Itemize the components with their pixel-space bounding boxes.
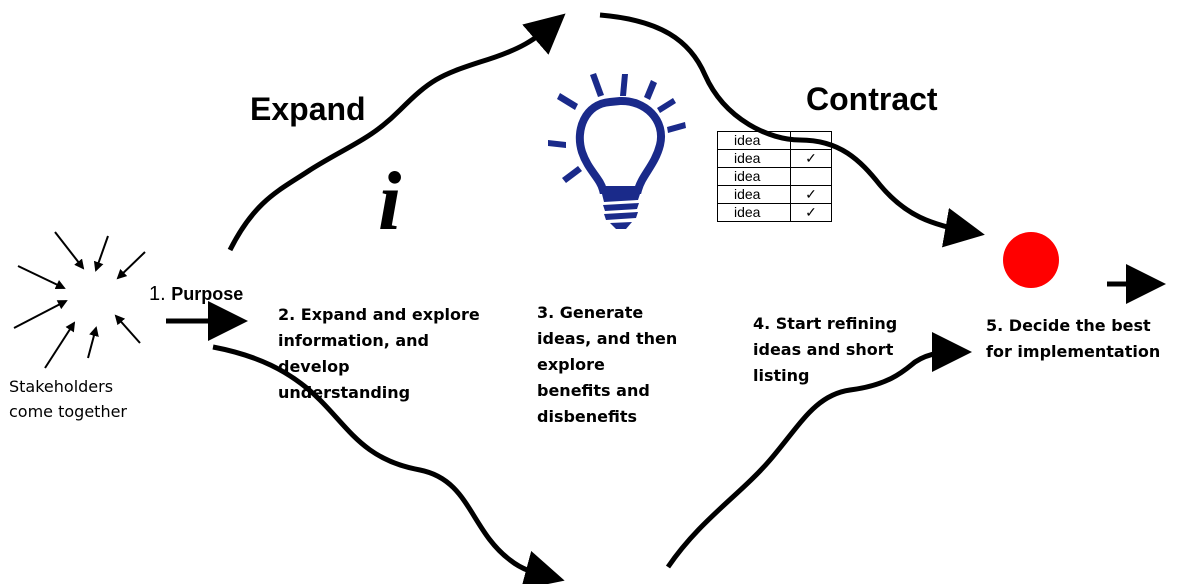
- info-icon: i: [378, 155, 402, 248]
- check-icon: ✓: [790, 185, 832, 204]
- idea-label: idea: [717, 185, 791, 204]
- idea-label: idea: [717, 203, 791, 222]
- step-line: 4. Start refining: [753, 314, 898, 333]
- step-line: understanding: [278, 383, 411, 402]
- decision-dot: [1003, 232, 1059, 288]
- expand-lower-curve: [212, 344, 565, 584]
- idea-label: idea: [717, 131, 791, 150]
- step-line: explore: [537, 355, 605, 374]
- table-row: idea✓: [717, 149, 832, 168]
- step-2-text: 2. Expand and explore information, and d…: [278, 302, 480, 406]
- step-line: 3. Generate: [537, 303, 644, 322]
- step-line: ideas and short: [753, 340, 894, 359]
- contract-lower-curve: [665, 332, 972, 569]
- step-5-text: 5. Decide the best for implementation: [986, 313, 1160, 365]
- step-line: ideas, and then: [537, 329, 678, 348]
- step-3-text: 3. Generate ideas, and then explore bene…: [537, 300, 677, 430]
- starburst-icon: [13, 231, 146, 369]
- check-icon: [790, 131, 832, 150]
- step-line: disbenefits: [537, 407, 638, 426]
- table-row: idea✓: [717, 185, 832, 204]
- idea-label: idea: [717, 167, 791, 186]
- check-icon: ✓: [790, 149, 832, 168]
- stakeholders-line: Stakeholders: [9, 377, 114, 396]
- expand-heading: Expand: [250, 91, 366, 127]
- expand-upper-curve: [227, 13, 566, 252]
- check-icon: ✓: [790, 203, 832, 222]
- step-line: for implementation: [986, 342, 1161, 361]
- lightbulb-icon: [548, 73, 686, 229]
- stakeholders-line: come together: [9, 402, 127, 421]
- purpose-number: 1.: [149, 283, 166, 305]
- step-line: 5. Decide the best: [986, 316, 1151, 335]
- step-line: develop: [278, 357, 350, 376]
- idea-checklist: idea idea✓ idea idea✓ idea✓: [717, 131, 832, 222]
- table-row: idea: [717, 131, 832, 150]
- step-line: 2. Expand and explore: [278, 305, 480, 324]
- step-line: benefits and: [537, 381, 650, 400]
- table-row: idea✓: [717, 203, 832, 222]
- table-row: idea: [717, 167, 832, 186]
- contract-heading: Contract: [806, 81, 938, 117]
- idea-label: idea: [717, 149, 791, 168]
- step-line: information, and: [278, 331, 429, 350]
- step-line: listing: [753, 366, 810, 385]
- purpose-text: Purpose: [171, 284, 244, 304]
- stakeholders-caption: Stakeholders come together: [9, 374, 127, 424]
- check-icon: [790, 167, 832, 186]
- step-4-text: 4. Start refining ideas and short listin…: [753, 311, 897, 389]
- purpose-label: 1. Purpose: [149, 283, 243, 306]
